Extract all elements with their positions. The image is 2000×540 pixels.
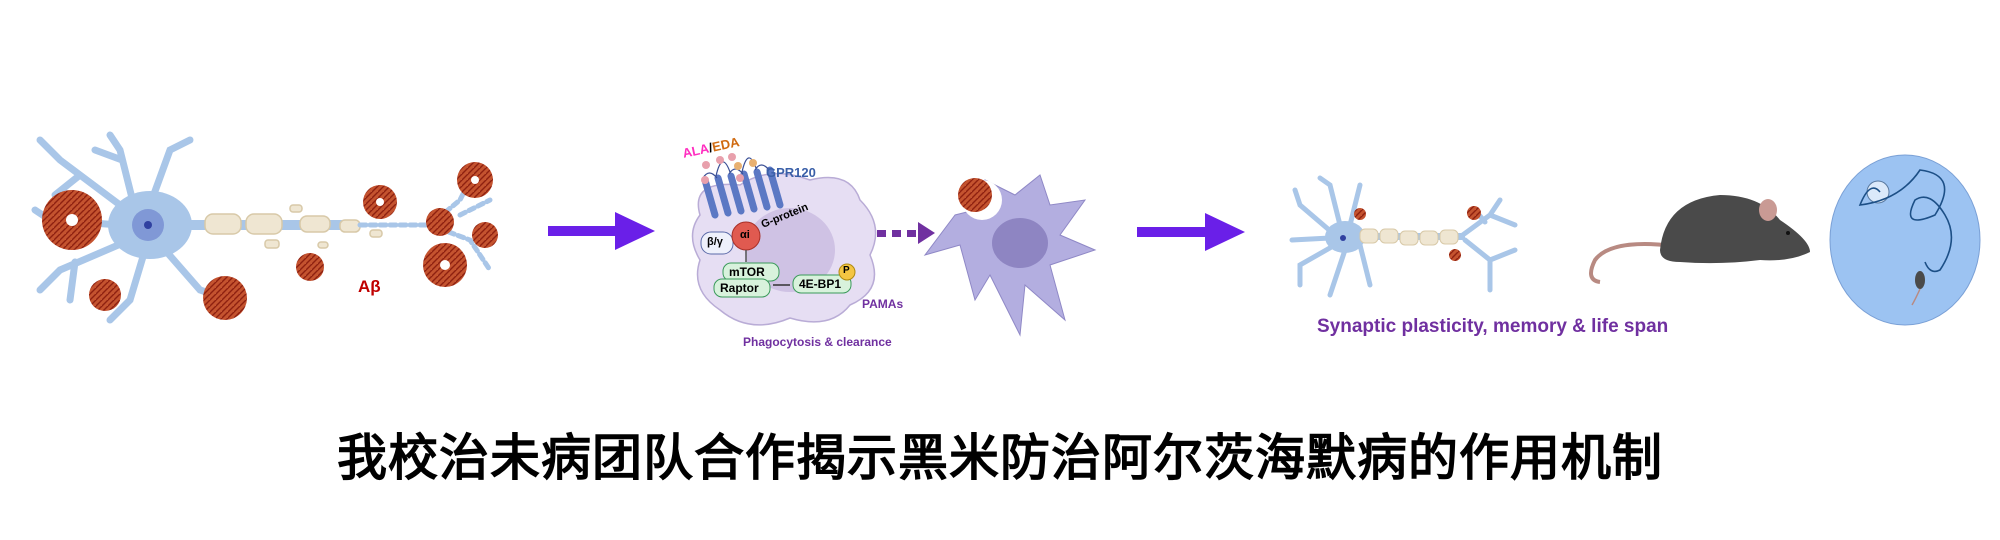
pamas-label: PAMAs bbox=[862, 297, 904, 311]
arrow-2 bbox=[1137, 213, 1245, 251]
mouse bbox=[1589, 195, 1810, 284]
4e-bp1-label: 4E-BP1 bbox=[799, 277, 842, 291]
damaged-neuron bbox=[31, 131, 498, 324]
phospho-label: P bbox=[843, 265, 850, 276]
microglia bbox=[923, 174, 1097, 337]
alpha-i-label: αi bbox=[740, 229, 750, 241]
page-title: 我校治未病团队合作揭示黑米防治阿尔茨海默病的作用机制 bbox=[337, 429, 1663, 487]
macrophage-pathway bbox=[691, 153, 877, 326]
arrow-1 bbox=[548, 212, 655, 250]
phagocytosis-caption: Phagocytosis & clearance bbox=[743, 335, 892, 349]
dotted-arrow bbox=[877, 222, 935, 244]
healthy-neuron bbox=[1289, 175, 1518, 298]
raptor-label: Raptor bbox=[720, 281, 759, 295]
abeta-label: Aβ bbox=[358, 277, 381, 296]
mtor-label: mTOR bbox=[729, 265, 765, 279]
synaptic-caption: Synaptic plasticity, memory & life span bbox=[1317, 316, 1669, 337]
water-maze bbox=[1829, 154, 1981, 326]
gpr120-label: GPR120 bbox=[766, 165, 816, 180]
beta-gamma-label: β/γ bbox=[707, 236, 723, 248]
